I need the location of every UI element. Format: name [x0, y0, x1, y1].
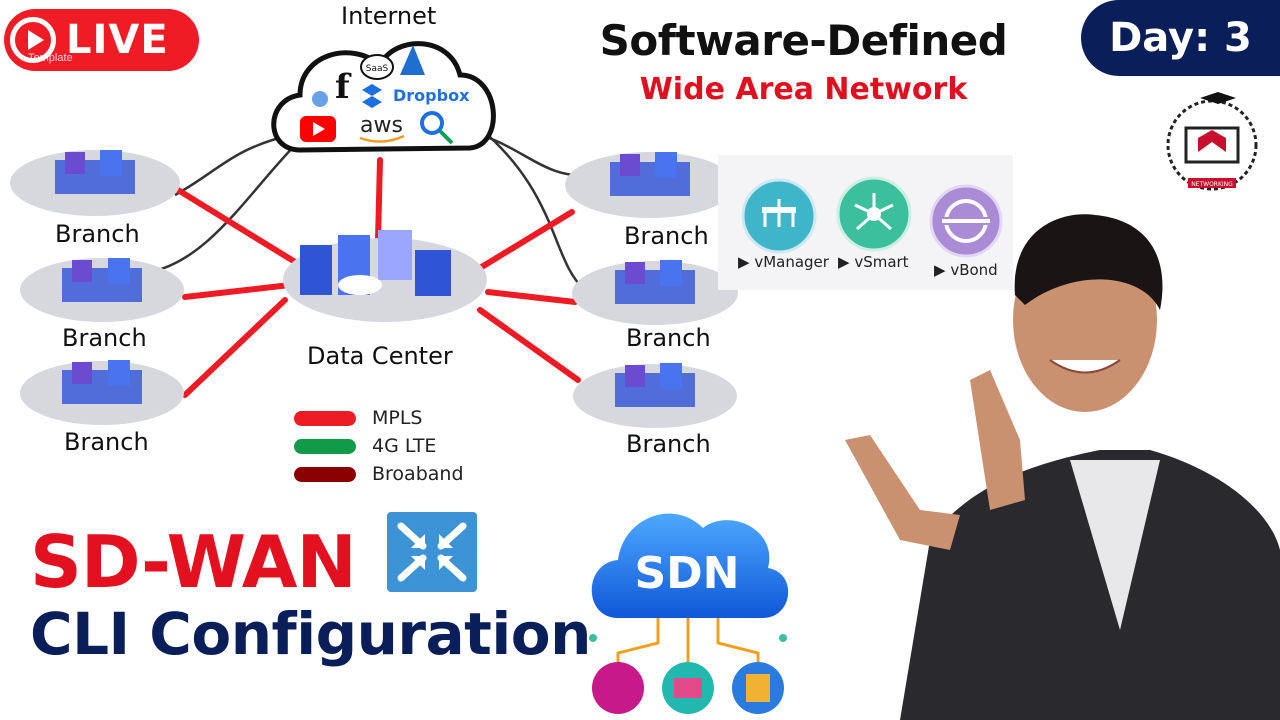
legend-item-4g-lte: 4G LTE: [294, 432, 464, 460]
branch-label: Branch: [64, 428, 149, 456]
search-icon: [420, 111, 444, 135]
azure-icon: [400, 45, 425, 75]
datacenter-node: [283, 230, 487, 322]
sdn-label: SDN: [634, 548, 740, 599]
datacenter-label: Data Center: [307, 342, 453, 370]
main-title: Software-Defined: [599, 16, 1008, 65]
live-sub-label: Template: [28, 52, 73, 64]
aws-icon: aws: [360, 113, 403, 138]
live-badge: LIVE Template: [4, 9, 199, 71]
branch-node: [20, 360, 184, 425]
controllers-panel: ▶ vManager ▶ vSmart ▶ vBond: [718, 155, 1013, 290]
router-icon: [387, 512, 477, 592]
presenter-photo: [845, 214, 1280, 720]
upload-icon: [592, 662, 644, 714]
branch-node: [10, 150, 180, 216]
legend-item-mpls: MPLS: [294, 404, 464, 432]
vmanager-icon: [741, 178, 817, 254]
vsmart-icon: [836, 176, 912, 252]
branch-node: [572, 260, 738, 325]
svg-text:SaaS: SaaS: [366, 64, 389, 74]
branch-node: [573, 363, 737, 428]
cli-config-title: CLI Configuration: [30, 600, 591, 668]
mpls-links: [175, 157, 581, 398]
branch-label: Branch: [62, 324, 147, 352]
svg-text:Dropbox: Dropbox: [393, 86, 470, 105]
sdn-cloud-icon: [589, 513, 789, 714]
vbond-icon: [929, 184, 1003, 258]
dropbox-icon: [362, 84, 382, 96]
network-diagram: f SaaS Dropbox aws: [10, 41, 738, 428]
sdwan-title: SD-WAN: [30, 520, 357, 604]
live-label: LIVE: [66, 17, 169, 63]
saas-icon: [360, 54, 394, 80]
play-icon: [10, 17, 56, 63]
globe-icon: [312, 91, 328, 107]
internet-label: Internet: [341, 2, 437, 30]
legend: MPLS 4G LTE Broaband: [294, 404, 464, 488]
branch-label: Branch: [55, 220, 140, 248]
sub-title: Wide Area Network: [639, 72, 968, 107]
branch-label: Branch: [626, 430, 711, 458]
branch-label: Branch: [624, 222, 709, 250]
vmanager-label: ▶ vManager: [738, 253, 829, 271]
svg-text:NETWORKING: NETWORKING: [1191, 181, 1233, 188]
day-badge: Day: 3: [1081, 0, 1280, 76]
branch-label: Branch: [626, 324, 711, 352]
graduation-cap-icon: [1200, 92, 1236, 104]
branch-node: [565, 152, 735, 218]
branch-node: [20, 258, 184, 322]
legend-swatch: [294, 410, 356, 426]
vbond-label: ▶ vBond: [934, 261, 998, 279]
networking-logo: NETWORKING: [1166, 92, 1258, 191]
vsmart-label: ▶ vSmart: [838, 253, 909, 271]
legend-item-broadband: Broaband: [294, 460, 464, 488]
internet-cloud: f SaaS Dropbox aws: [271, 41, 496, 153]
facebook-icon: f: [335, 67, 352, 107]
legend-swatch: [294, 466, 356, 482]
legend-swatch: [294, 438, 356, 454]
